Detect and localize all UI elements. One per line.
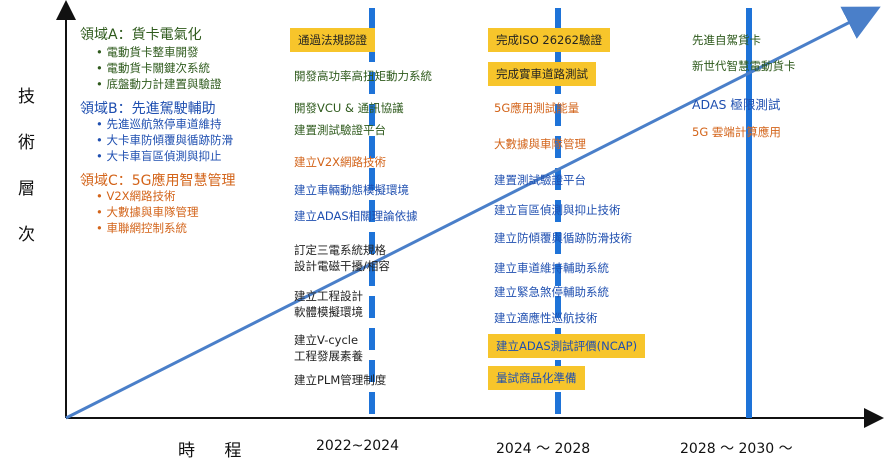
y-axis-label-2: 術 [18, 133, 36, 153]
milestone-test-platform: 建置測試驗證平台 [294, 123, 386, 137]
domain-c-item: • 車聯網控制系統 [96, 221, 187, 235]
period-label-1: 2022~2024 [316, 438, 399, 454]
milestone-lane-keeping: 建立車道維持輔助系統 [494, 261, 609, 275]
domain-c-title: 領域C：5G應用智慧管理 [80, 173, 236, 189]
milestone-vcu: 開發VCU & 通訊協議 [294, 101, 404, 115]
goal-smart-ev-truck: 新世代智慧電動貨卡 [692, 59, 796, 73]
milestone-big-data: 大數據與車隊管理 [494, 137, 586, 151]
y-axis-label-1: 技 [18, 87, 36, 107]
goal-autonomous-truck: 先進自駕貨卡 [692, 33, 761, 47]
milestone-blind-spot: 建立盲區偵測與抑止技術 [494, 203, 621, 217]
milestone-powertrain: 開發高功率高扭矩動力系統 [294, 69, 432, 83]
domain-a-item: • 底盤動力計建置與驗證 [96, 77, 222, 91]
growth-arrow [65, 6, 881, 420]
domain-b-item: • 大卡車防傾覆與循跡防滑 [96, 133, 233, 147]
milestone-mass-production: 量試商品化準備 [488, 366, 585, 390]
y-axis-label-4: 次 [18, 225, 36, 245]
milestone-vcycle-line2: 工程發展素養 [294, 349, 363, 363]
domain-a-item: • 電動貨卡關鍵次系統 [96, 61, 210, 75]
goal-adas-limit-test: ADAS 極限測試 [692, 97, 781, 112]
domain-b-item: • 大卡車盲區偵測與抑止 [96, 149, 222, 163]
period-label-3: 2028 ～ 2030 ～ [680, 441, 793, 457]
milestone-plm: 建立PLM管理制度 [294, 373, 387, 387]
domain-a-title: 領域A：貨卡電氣化 [80, 27, 202, 43]
goal-5g-cloud: 5G 雲端計算應用 [692, 125, 781, 139]
domain-b-title: 領域B：先進駕駛輔助 [80, 101, 216, 117]
domain-c-item: • V2X網路技術 [96, 189, 176, 203]
x-axis-title: 時 程 [178, 441, 254, 461]
milestone-vehicle-dynamics: 建立車輛動態模擬環境 [294, 183, 409, 197]
milestone-engineering-line2: 軟體模擬環境 [294, 305, 363, 319]
milestone-engineering-line1: 建立工程設計 [294, 289, 363, 303]
milestone-anti-rollover: 建立防傾覆與循跡防滑技術 [494, 231, 632, 245]
domain-c-item: • 大數據與車隊管理 [96, 205, 199, 219]
milestone-vcycle-line1: 建立V-cycle [294, 333, 359, 347]
milestone-adas-theory: 建立ADAS相關理論依據 [294, 209, 418, 223]
milestone-road-test: 完成實車道路測試 [488, 62, 596, 86]
milestone-adas-ncap: 建立ADAS測試評價(NCAP) [488, 334, 646, 358]
milestone-adaptive-cruise: 建立適應性巡航技術 [494, 311, 598, 325]
milestone-spec-line1: 訂定三電系統規格 [294, 243, 386, 257]
milestone-spec-line2: 設計電磁干擾/相容 [294, 259, 390, 273]
milestone-regulation-cert: 通過法規認證 [290, 28, 375, 52]
milestone-test-platform-2: 建置測試驗證平台 [494, 173, 586, 187]
y-axis-label-3: 層 [18, 179, 36, 199]
milestone-iso26262: 完成ISO 26262驗證 [488, 28, 610, 52]
domain-a-item: • 電動貨卡整車開發 [96, 45, 199, 59]
domain-b-item: • 先進巡航煞停車道維持 [96, 117, 222, 131]
milestone-v2x: 建立V2X網路技術 [294, 155, 387, 169]
period-label-2: 2024 ～ 2028 [496, 441, 591, 457]
milestone-5g-testing: 5G應用測試能量 [494, 101, 580, 115]
milestone-emergency-braking: 建立緊急煞停輔助系統 [494, 285, 609, 299]
